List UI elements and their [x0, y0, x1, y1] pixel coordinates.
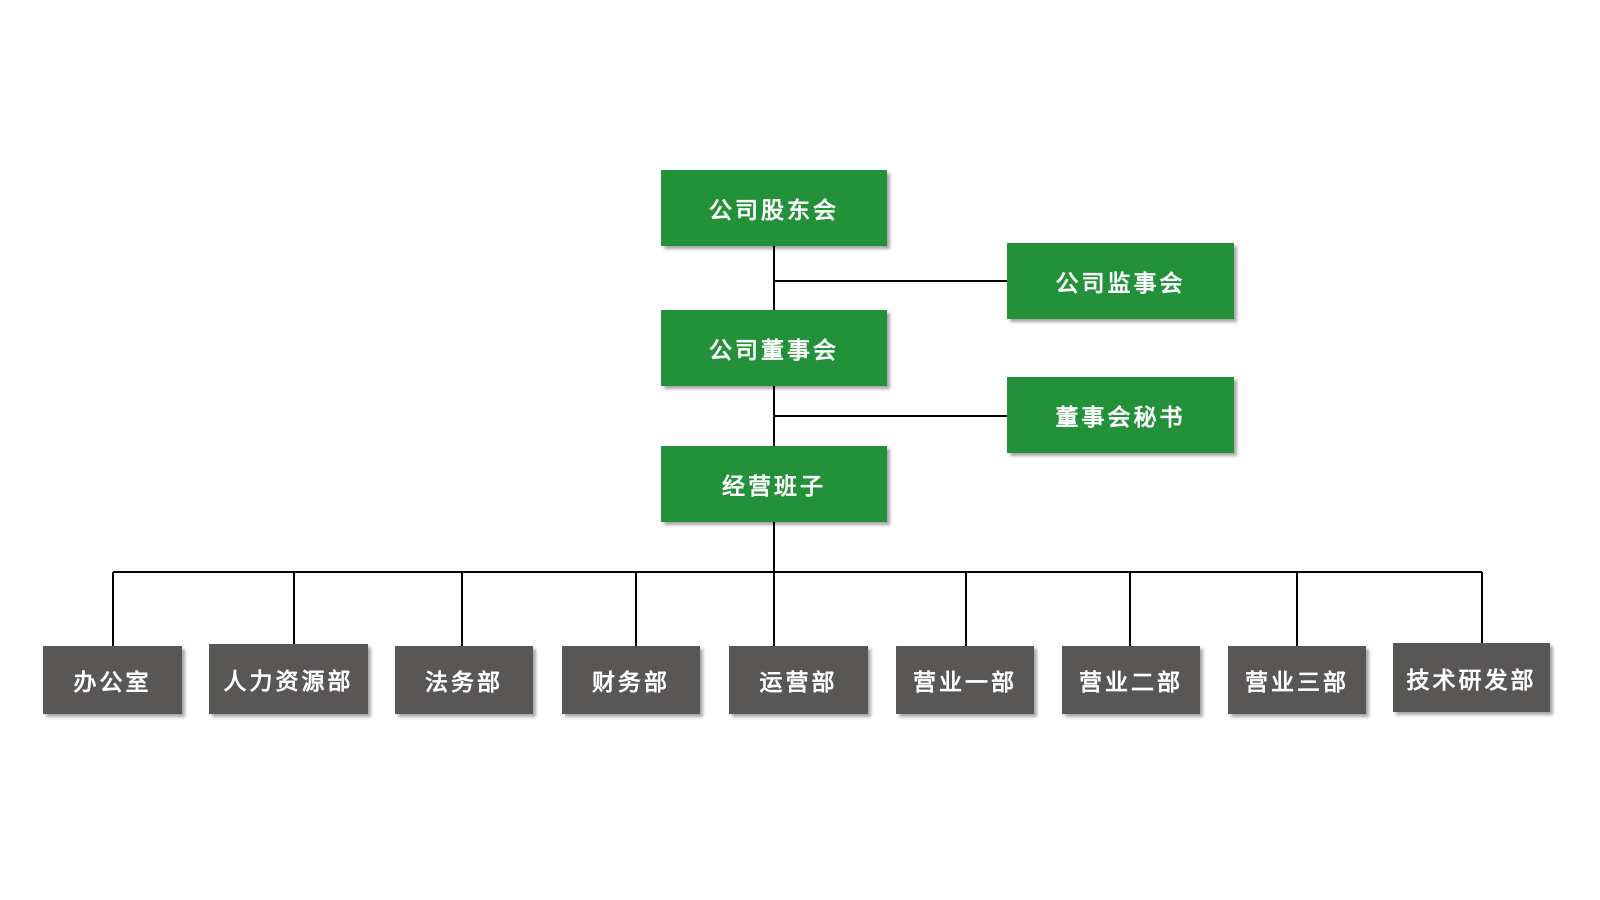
dept-rnd: 技术研发部 [1393, 643, 1550, 712]
dept-sales-2: 营业二部 [1062, 646, 1200, 714]
dept-hr: 人力资源部 [209, 644, 368, 714]
dept-sales-3: 营业三部 [1228, 646, 1366, 714]
node-management: 经营班子 [661, 446, 887, 522]
node-shareholders: 公司股东会 [661, 170, 887, 246]
node-supervisors: 公司监事会 [1007, 243, 1234, 319]
node-board: 公司董事会 [661, 310, 887, 386]
dept-operations: 运营部 [729, 646, 868, 714]
dept-sales-1: 营业一部 [896, 646, 1034, 714]
dept-legal: 法务部 [395, 646, 533, 714]
dept-finance: 财务部 [562, 646, 700, 714]
node-board-secretary: 董事会秘书 [1007, 377, 1234, 453]
dept-office: 办公室 [43, 646, 182, 714]
